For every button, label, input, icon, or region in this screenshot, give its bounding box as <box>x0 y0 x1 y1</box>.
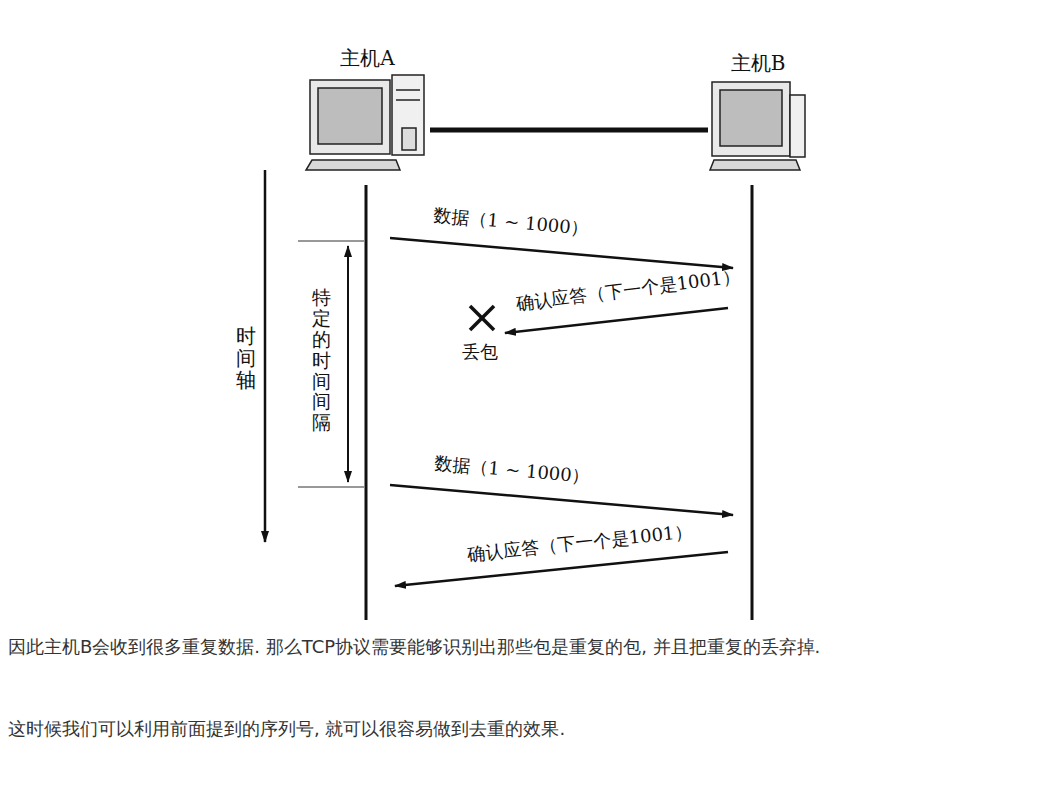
body-text: 因此主机B会收到很多重复数据. 那么TCP协议需要能够识别出那些包是重复的包, … <box>8 630 1043 664</box>
loss-mark <box>470 306 494 330</box>
message-arrow <box>395 552 728 586</box>
message-arrow <box>390 485 733 515</box>
time-axis <box>264 170 267 542</box>
network-cable <box>430 128 708 133</box>
lifeline <box>751 185 754 620</box>
interval-arrow <box>347 246 349 482</box>
lifeline <box>365 185 368 620</box>
loss-label: 丢包 <box>462 340 498 364</box>
message-arrow <box>390 238 733 268</box>
computer-icon <box>710 82 805 170</box>
message-label: 数据（1 ~ 1000） <box>432 203 589 240</box>
host-label: 主机B <box>708 50 808 77</box>
message-label: 数据（1 ~ 1000） <box>433 451 590 488</box>
host-computer: 主机A <box>305 45 430 170</box>
axis-label: 时间轴 <box>236 325 256 391</box>
bracket-tick <box>298 487 364 488</box>
host-label: 主机A <box>305 45 430 72</box>
bracket-tick <box>298 241 364 242</box>
message-label: 确认应答（下一个是1001） <box>514 264 741 315</box>
computer-icon <box>306 75 424 170</box>
body-text: 这时候我们可以利用前面提到的序列号, 就可以很容易做到去重的效果. <box>8 712 1043 746</box>
interval-label: 特定的时间间隔 <box>312 287 331 433</box>
host-computer: 主机B <box>708 50 808 170</box>
